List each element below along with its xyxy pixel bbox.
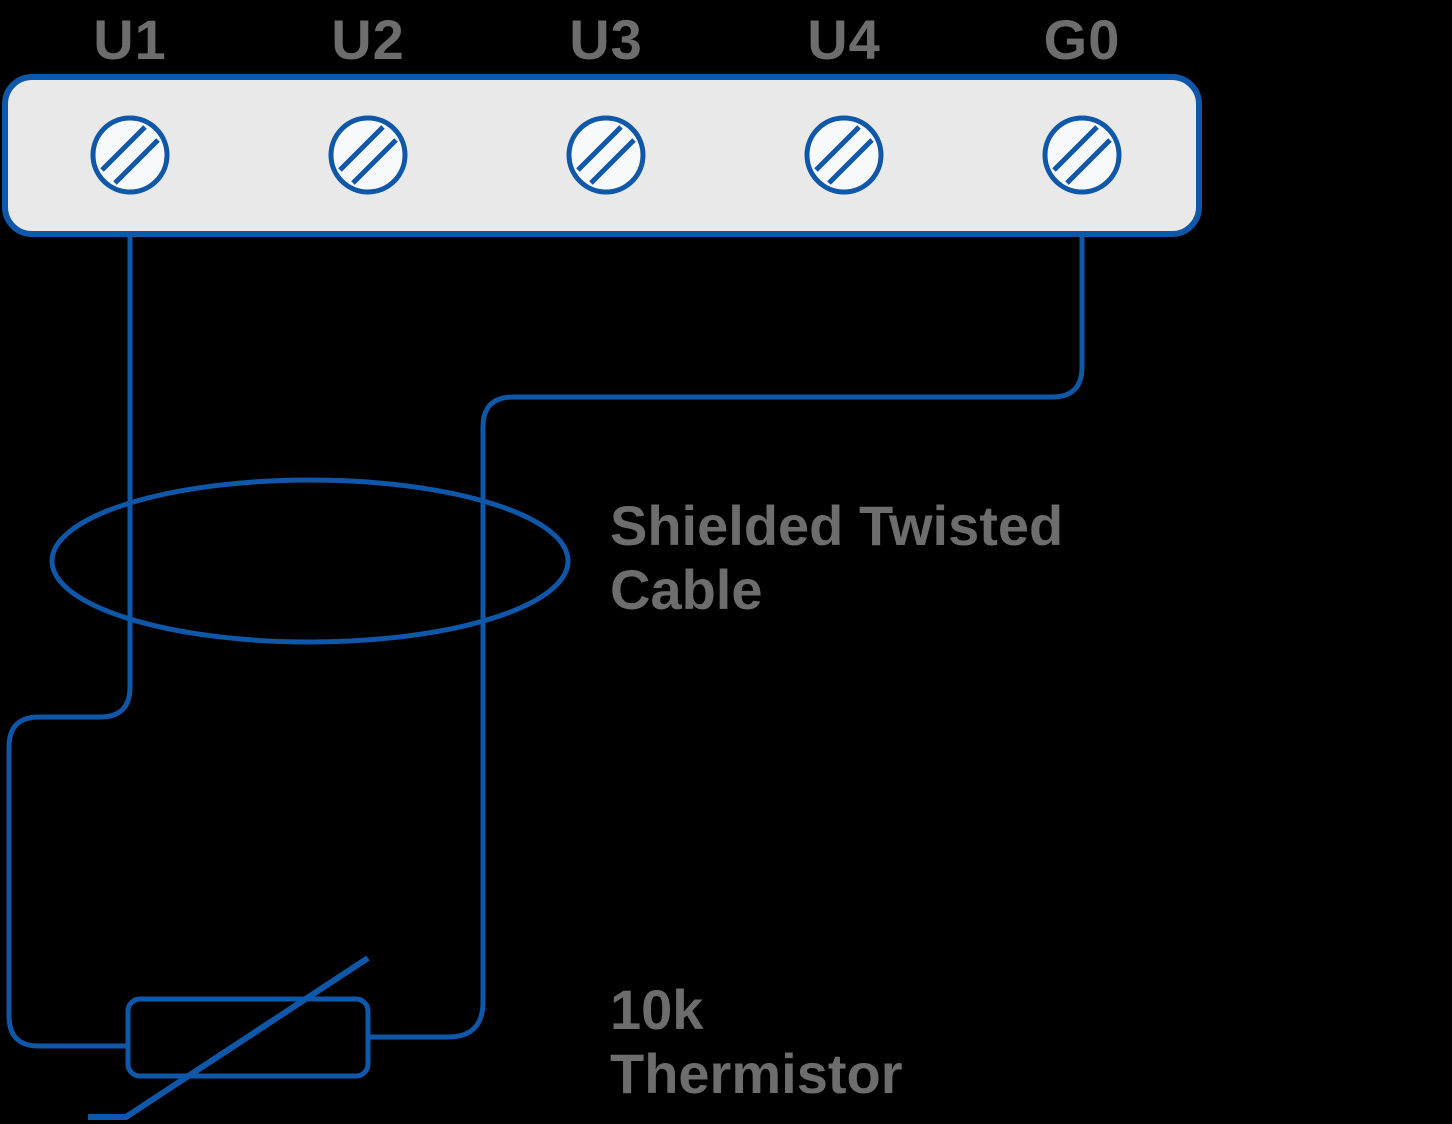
thermistor-symbol-icon: [88, 955, 371, 1120]
wire-g0-to-thermistor: [368, 234, 1085, 1040]
terminal-screw-icon: [90, 115, 170, 195]
terminal-screw-icon: [328, 115, 408, 195]
terminal-label-g0: G0: [1043, 8, 1121, 71]
terminal-screws: [90, 115, 1122, 195]
thermistor-label: 10k Thermistor: [610, 978, 903, 1105]
terminal-label-u4: U4: [807, 8, 881, 71]
thermistor-body: [125, 996, 371, 1079]
terminal-screw-icon: [566, 115, 646, 195]
terminal-screw-icon: [804, 115, 884, 195]
cable-label: Shielded Twisted Cable: [610, 494, 1064, 621]
thermistor-diagonal-stroke: [88, 955, 370, 1120]
terminal-label-u2: U2: [331, 8, 405, 71]
terminal-label-u1: U1: [93, 8, 167, 71]
wire-u1-to-thermistor: [6, 234, 133, 1049]
cable-shield-loop-icon: [49, 477, 571, 645]
terminal-label-u3: U3: [569, 8, 643, 71]
terminal-screw-icon: [1042, 115, 1122, 195]
